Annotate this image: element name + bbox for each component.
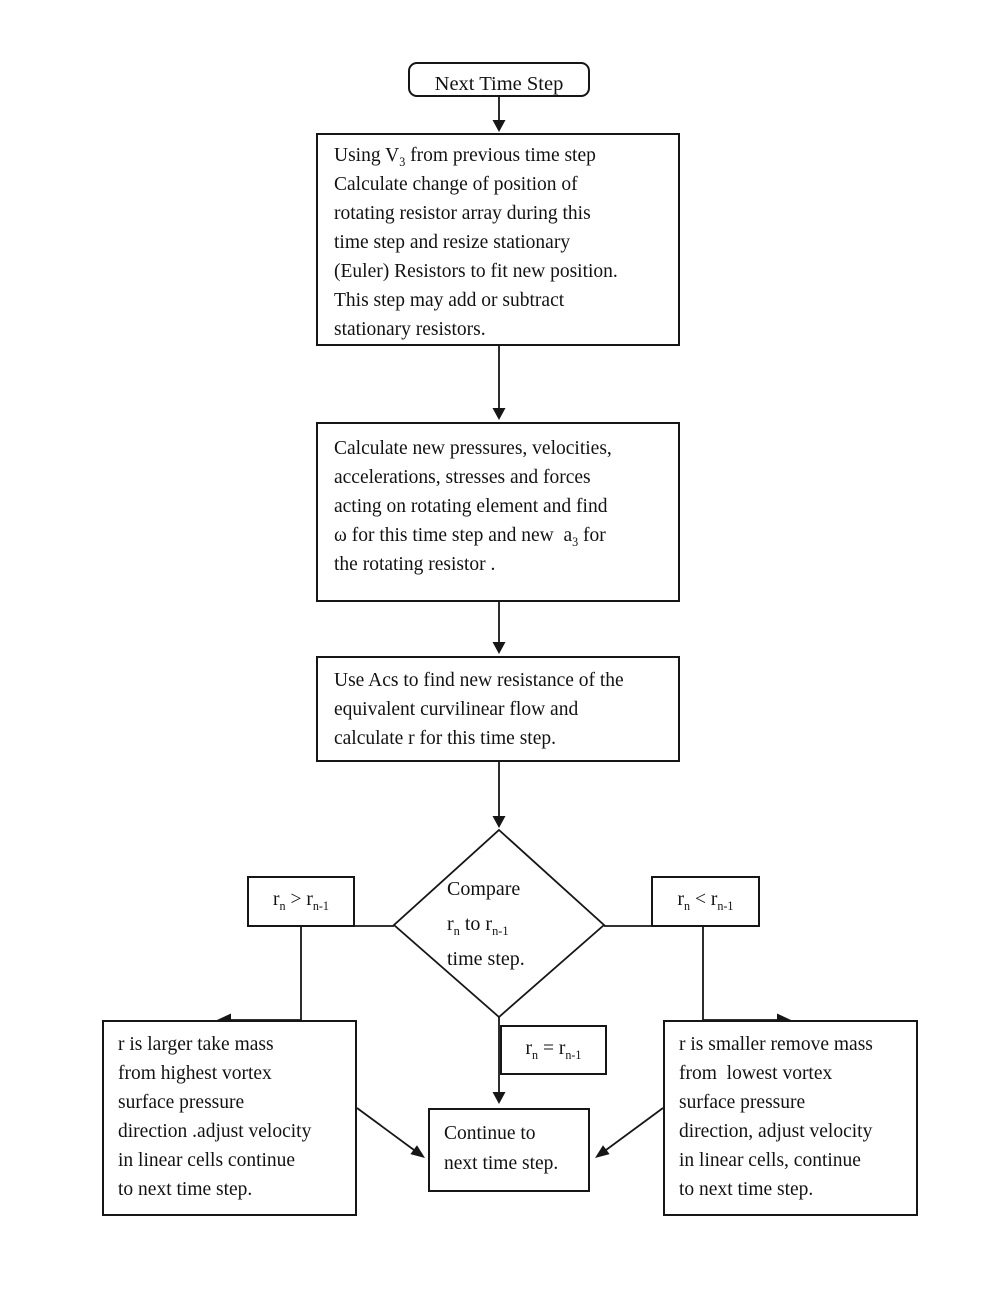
text-line: surface pressure: [118, 1092, 245, 1113]
arrowhead-right-action-to-continue: [595, 1145, 610, 1158]
node-step3: Use Acs to find new resistance of the eq…: [316, 656, 680, 762]
text-line: from lowest vortex: [679, 1063, 833, 1084]
text-line: next time step.: [444, 1152, 559, 1174]
arrowhead-start-to-step1: [492, 120, 506, 132]
text-line: ω for this time step and new a3 for: [334, 525, 606, 549]
text-line: Calculate new pressures, velocities,: [334, 438, 612, 459]
arrowhead-step3-to-decision: [492, 816, 506, 828]
arrow-gt-to-left-action: [231, 927, 302, 1021]
node-action-smaller: r is smaller remove mass from lowest vor…: [663, 1020, 918, 1216]
text-line: time step.: [447, 948, 525, 970]
text-line: Use Acs to find new resistance of the: [334, 670, 624, 691]
text-line: Calculate change of position of: [334, 174, 578, 195]
text-line: Compare: [447, 878, 521, 900]
node-condition-less: rn < rn-1: [651, 876, 760, 927]
arrow-left-action-to-continue: [356, 1107, 415, 1151]
text-line: stationary resistors.: [334, 319, 486, 340]
text-line: r is larger take mass: [118, 1034, 274, 1055]
arrowhead-step2-to-step3: [492, 642, 506, 654]
node-continue: Continue to next time step.: [428, 1108, 590, 1192]
node-start: Next Time Step: [408, 62, 590, 97]
text-line: calculate r for this time step.: [334, 728, 557, 749]
text-line: in linear cells continue: [118, 1150, 296, 1171]
text-line: direction, adjust velocity: [679, 1121, 873, 1142]
text-line: the rotating resistor .: [334, 554, 496, 575]
text-line: Continue to: [444, 1123, 536, 1144]
text-line: in linear cells, continue: [679, 1150, 861, 1171]
text-line: (Euler) Resistors to fit new position.: [334, 261, 618, 282]
text-line: direction .adjust velocity: [118, 1121, 312, 1142]
text-line: This step may add or subtract: [334, 290, 565, 311]
text-line: rn to rn-1: [447, 913, 509, 938]
text-line: rotating resistor array during this: [334, 203, 591, 224]
node-step2: Calculate new pressures, velocities, acc…: [316, 422, 680, 602]
arrow-right-action-to-continue: [605, 1107, 664, 1151]
arrowhead-step1-to-step2: [492, 408, 506, 420]
text-line: to next time step.: [118, 1179, 253, 1200]
text-line: to next time step.: [679, 1179, 814, 1200]
text-line: accelerations, stresses and forces: [334, 467, 591, 488]
node-step1: Using V3 from previous time step Calcula…: [316, 133, 680, 346]
arrowhead-left-action-to-continue: [410, 1145, 425, 1158]
arrow-lt-to-right-action: [702, 927, 777, 1021]
text-line: time step and resize stationary: [334, 232, 571, 253]
arrowhead-decision-to-continue: [492, 1092, 506, 1104]
text-line: equivalent curvilinear flow and: [334, 699, 579, 720]
text-line: from highest vortex: [118, 1063, 272, 1084]
text-line: Using V3 from previous time step: [334, 145, 596, 169]
node-condition-equal: rn = rn-1: [500, 1025, 607, 1075]
text-line: r is smaller remove mass: [679, 1034, 873, 1055]
text-line: surface pressure: [679, 1092, 806, 1113]
node-decision-label: Compare rn to rn-1 time step.: [447, 872, 525, 977]
node-action-larger: r is larger take mass from highest vorte…: [102, 1020, 357, 1216]
text-line: acting on rotating element and find: [334, 496, 608, 517]
node-condition-greater: rn > rn-1: [247, 876, 355, 927]
